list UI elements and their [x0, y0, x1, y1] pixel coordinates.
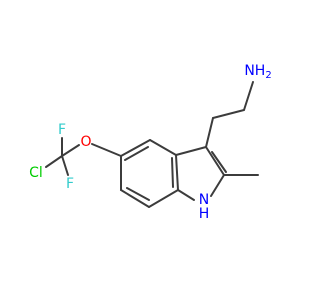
ring-nitrogen-hydrogen-label: H — [199, 206, 210, 222]
bond — [175, 154, 179, 191]
amine-subscript: 2 — [265, 70, 271, 81]
bond — [91, 143, 122, 157]
amine-nh-text: NH — [244, 63, 265, 79]
bond — [120, 139, 151, 157]
fluorine-bottom-label: F — [66, 176, 74, 192]
bond — [120, 189, 150, 208]
ether-oxygen-label: O — [80, 134, 91, 150]
bond — [210, 174, 225, 197]
amine-label: NH2 — [244, 63, 271, 81]
bond — [205, 146, 225, 176]
bond — [45, 155, 63, 168]
bonds — [45, 81, 259, 208]
bond — [126, 187, 150, 201]
bond — [205, 117, 214, 148]
molecule-diagram: NH2 N H O Cl F F — [29, 63, 272, 222]
chlorine-label: Cl — [29, 165, 43, 181]
atom-labels: NH2 N H O Cl F F — [29, 63, 272, 222]
bond — [61, 155, 69, 176]
bond — [243, 81, 254, 111]
bond — [211, 151, 227, 173]
bond — [171, 157, 174, 188]
bond — [175, 146, 207, 156]
bond — [149, 139, 177, 156]
bond — [61, 144, 80, 157]
fluorine-top-label: F — [58, 122, 66, 138]
structure-drawing: NH2 N H O Cl F F — [29, 63, 272, 222]
ring-nitrogen-label: N — [199, 192, 209, 208]
bond — [212, 109, 245, 119]
bond — [177, 189, 195, 201]
bond — [148, 189, 179, 208]
bond — [124, 146, 149, 161]
